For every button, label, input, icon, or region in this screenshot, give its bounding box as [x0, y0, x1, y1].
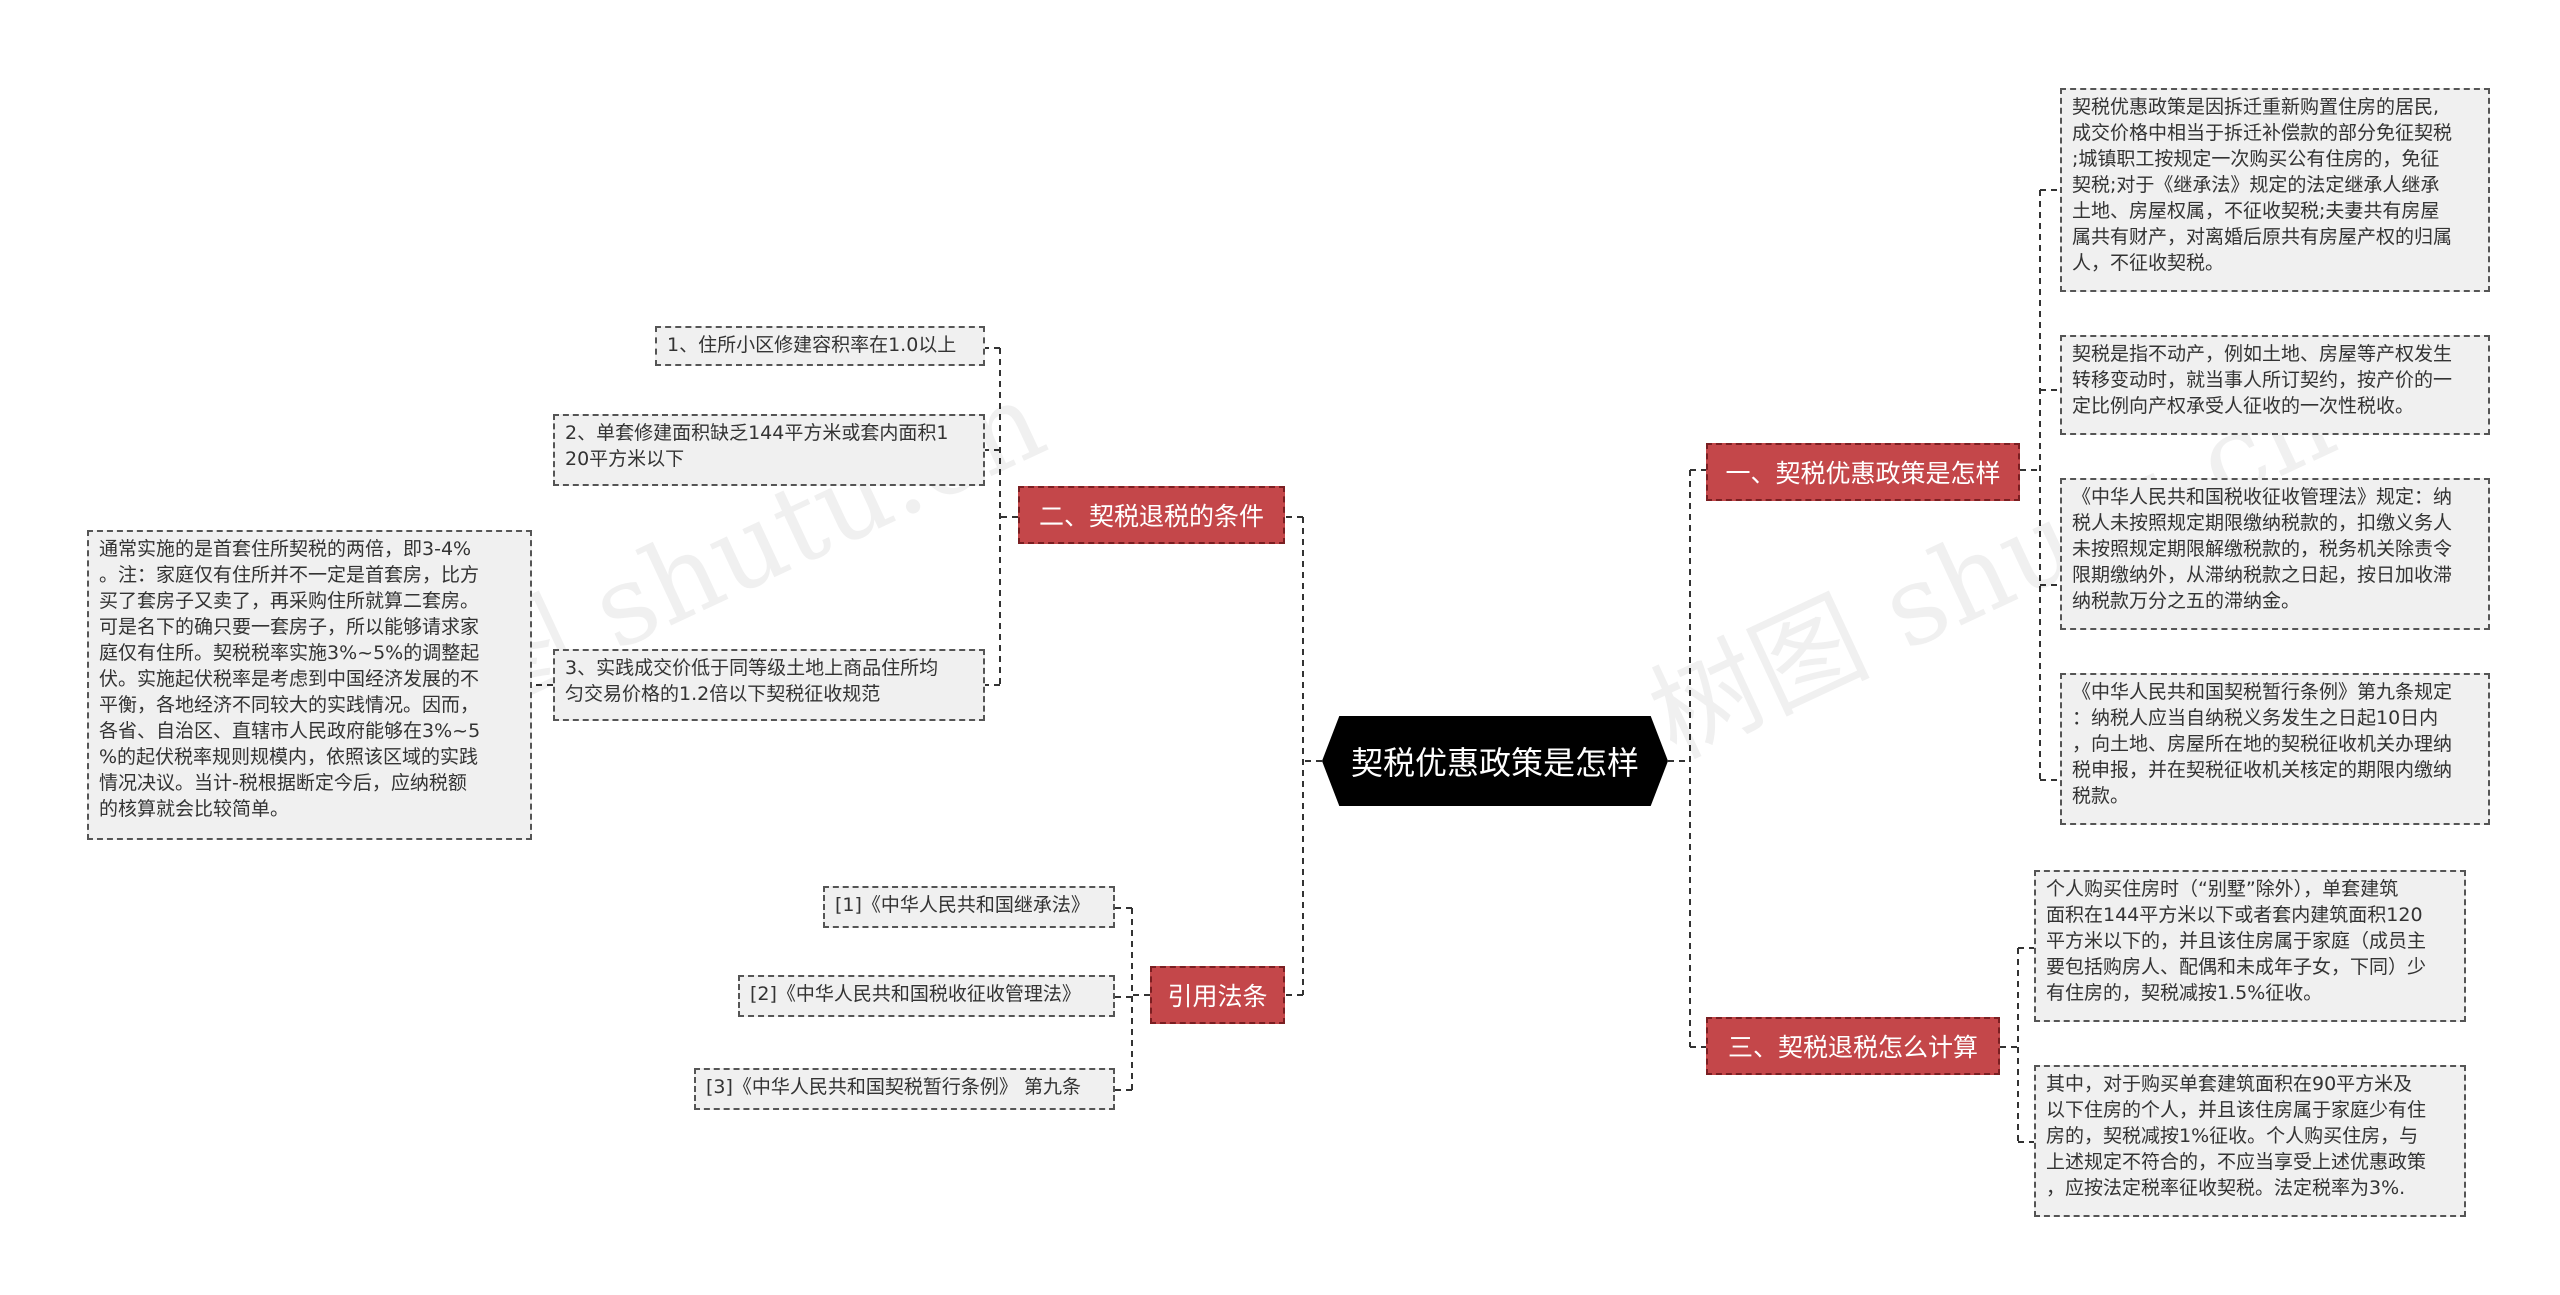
- leaf-node-2-2[interactable]: 2、单套修建面积缺乏144平方米或套内面积1 20平方米以下: [553, 414, 985, 486]
- root-node[interactable]: 契税优惠政策是怎样: [1322, 716, 1668, 806]
- leaf-node-1-4[interactable]: 《中华人民共和国契税暂行条例》第九条规定 ：纳税人应当自纳税义务发生之日起10日…: [2060, 673, 2490, 825]
- leaf-node-1-2[interactable]: 契税是指不动产，例如土地、房屋等产权发生 转移变动时，就当事人所订契约，按产价的…: [2060, 335, 2490, 435]
- leaf-node-3-1[interactable]: 个人购买住房时（“别墅”除外），单套建筑 面积在144平方米以下或者套内建筑面积…: [2034, 870, 2466, 1022]
- leaf-node-4-2[interactable]: [2]《中华人民共和国税收征收管理法》: [738, 975, 1115, 1017]
- branch-node-3[interactable]: 三、契税退税怎么计算: [1706, 1017, 2000, 1075]
- leaf-node-4-3[interactable]: [3]《中华人民共和国契税暂行条例》 第九条: [694, 1068, 1115, 1110]
- leaf-node-3-2[interactable]: 其中，对于购买单套建筑面积在90平方米及 以下住房的个人，并且该住房属于家庭少有…: [2034, 1065, 2466, 1217]
- branch-node-2[interactable]: 二、契税退税的条件: [1018, 486, 1285, 544]
- branch-node-1[interactable]: 一、契税优惠政策是怎样: [1706, 443, 2020, 501]
- branch-node-4[interactable]: 引用法条: [1150, 966, 1285, 1024]
- leaf-node-2-1[interactable]: 1、住所小区修建容积率在1.0以上: [655, 326, 985, 366]
- leaf-node-4-1[interactable]: [1]《中华人民共和国继承法》: [823, 886, 1115, 928]
- leaf-node-1-1[interactable]: 契税优惠政策是因拆迁重新购置住房的居民, 成交价格中相当于拆迁补偿款的部分免征契…: [2060, 88, 2490, 292]
- leaf-node-1-3[interactable]: 《中华人民共和国税收征收管理法》规定：纳 税人未按照规定期限缴纳税款的，扣缴义务…: [2060, 478, 2490, 630]
- root-label: 契税优惠政策是怎样: [1350, 744, 1639, 782]
- leaf-node-2-3-note[interactable]: 通常实施的是首套住所契税的两倍，即3-4% 。注：家庭仅有住所并不一定是首套房，…: [87, 530, 532, 840]
- leaf-node-2-3[interactable]: 3、实践成交价低于同等级土地上商品住所均 匀交易价格的1.2倍以下契税征收规范: [553, 649, 985, 721]
